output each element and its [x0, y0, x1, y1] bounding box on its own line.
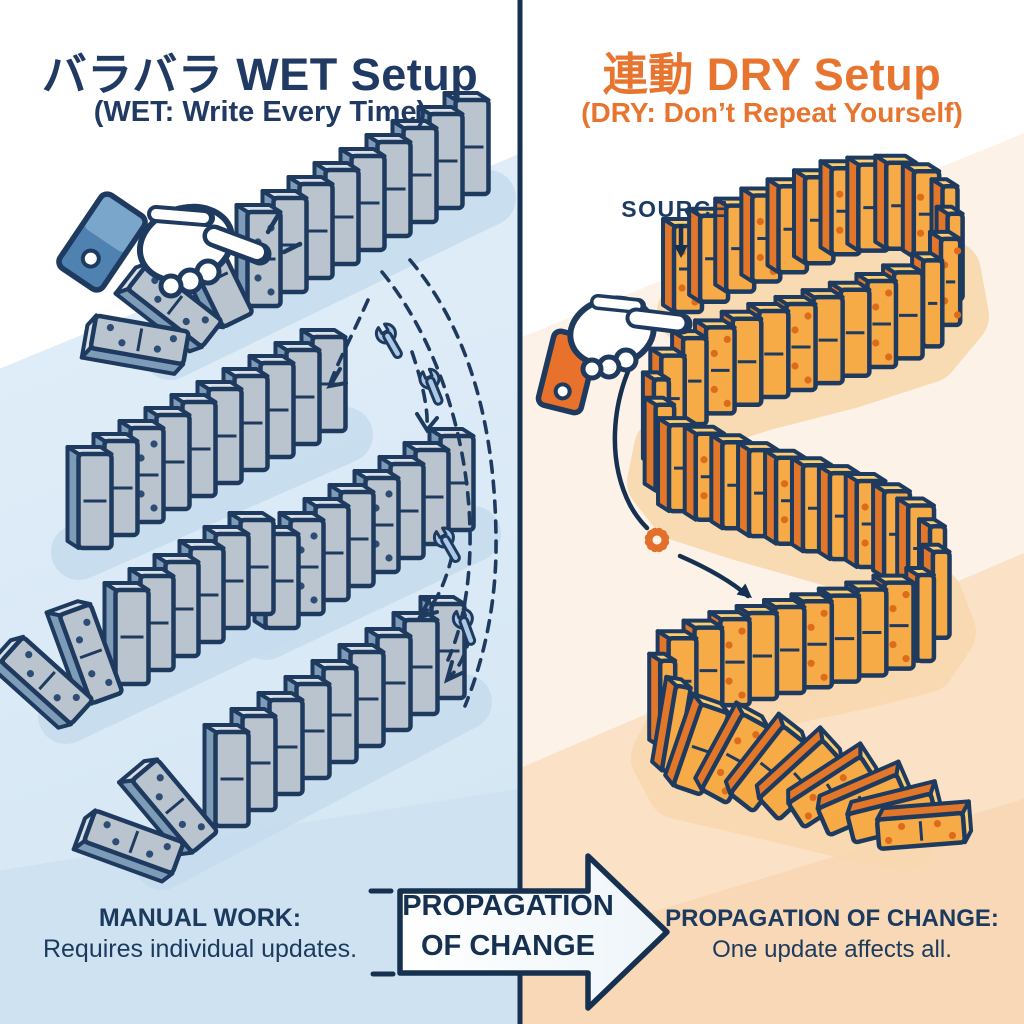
domino — [71, 808, 185, 884]
domino — [65, 445, 114, 551]
pointing-hand-orange-cuff — [535, 294, 693, 416]
pointing-hand-blue-cuff — [56, 191, 303, 299]
dry-caption-body: One update affects all. — [712, 936, 952, 963]
domino — [874, 799, 974, 851]
auto-update-arrowhead — [736, 583, 752, 598]
dry-domino-chain — [640, 153, 974, 851]
domino-row — [65, 328, 348, 551]
dashed-arrowheads — [326, 367, 464, 684]
domino — [663, 691, 731, 797]
dry-subtitle: (DRY: Don’t Repeat Yourself) — [581, 97, 963, 128]
dry-caption: PROPAGATION OF CHANGE: One update affect… — [650, 903, 1014, 965]
propagation-line1: PROPAGATION — [402, 890, 614, 922]
domino — [79, 313, 191, 376]
right-block-arrow — [368, 853, 670, 1011]
domino — [44, 599, 124, 706]
domino-row — [71, 595, 467, 884]
dry-caption-title: PROPAGATION OF CHANGE: — [665, 905, 999, 932]
wet-caption-body: Requires individual updates. — [42, 935, 358, 963]
impact-marks — [265, 209, 303, 255]
source-label: SOURCE — [621, 196, 729, 222]
wet-subtitle: (WET: Write Every Time) — [93, 96, 427, 128]
domino — [202, 723, 251, 829]
dry-title: 連動 DRY Setup — [602, 49, 942, 100]
wet-domino-rows — [0, 91, 491, 884]
wet-caption: MANUAL WORK: Requires individual updates… — [0, 903, 400, 965]
domino — [723, 711, 809, 813]
domino — [0, 634, 94, 730]
propagation-arrow-label: PROPAGATION OF CHANGE — [398, 886, 618, 966]
gear-icon — [644, 527, 670, 553]
domino — [102, 581, 151, 687]
wet-caption-title: MANUAL WORK: — [98, 904, 302, 932]
wet-title: バラバラ WET Setup — [41, 49, 479, 100]
wrench-icon — [371, 319, 410, 364]
domino-row — [0, 511, 276, 730]
source-down-arrow — [674, 224, 688, 258]
domino — [693, 700, 771, 805]
propagation-line2: OF CHANGE — [421, 930, 595, 962]
